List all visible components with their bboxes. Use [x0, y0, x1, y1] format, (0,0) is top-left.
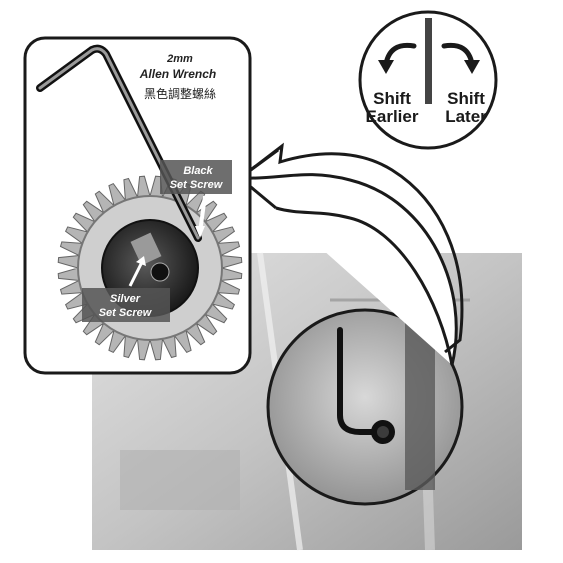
shift-later-line2: Later — [445, 107, 487, 126]
allen-wrench — [36, 44, 202, 242]
pointer-arrow-icon — [195, 195, 207, 238]
black-screw-label-2: Set Screw — [170, 179, 224, 191]
wrench-size-label: 2mm — [166, 53, 193, 65]
pointer-arrow-icon — [128, 256, 146, 287]
curved-arrow-right-icon — [441, 42, 480, 74]
wrench-name-label: Allen Wrench — [139, 67, 216, 81]
shift-direction-circle: Shift Earlier Shift Later — [358, 10, 498, 150]
black-screw-label-1: Black — [183, 165, 213, 177]
silver-screw-label-1: Silver — [110, 293, 141, 305]
magnified-view — [266, 308, 464, 506]
shift-earlier-line1: Shift — [373, 89, 411, 108]
silver-screw-label-2: Set Screw — [99, 307, 153, 319]
curved-arrow-left-icon — [378, 42, 417, 74]
shift-earlier-line2: Earlier — [366, 107, 419, 126]
wrench-chinese-label: 黑色調整螺絲 — [144, 86, 216, 101]
inset-panel: 2mm Allen Wrench 黑色調整螺絲 Black Set Screw … — [23, 36, 252, 375]
shift-later-line1: Shift — [447, 89, 485, 108]
